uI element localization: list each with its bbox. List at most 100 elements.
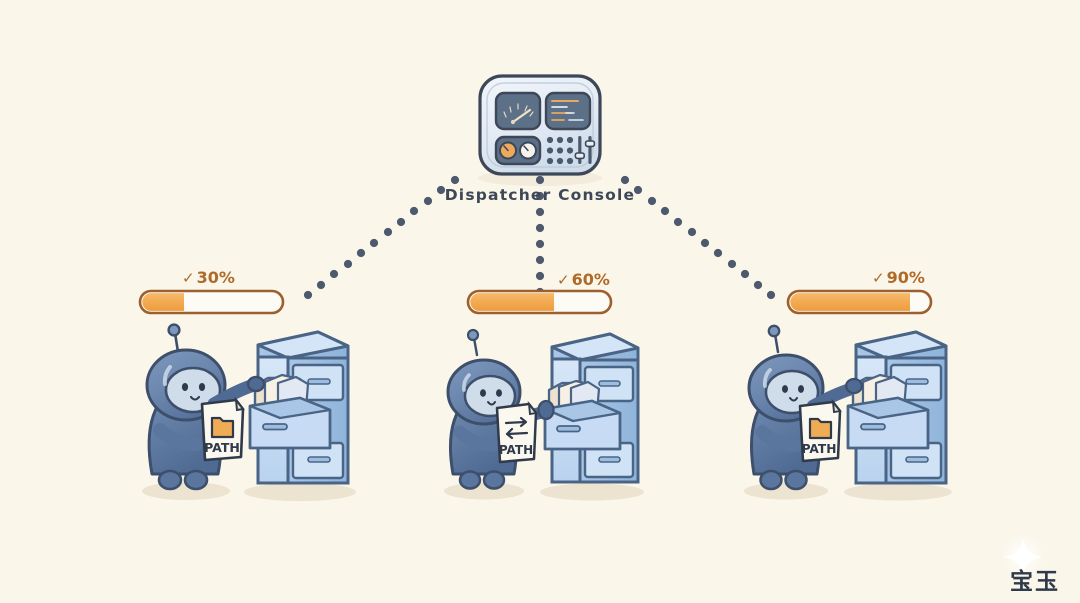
cabinet-shadow (540, 483, 644, 501)
card-label-left: PATH (204, 440, 240, 455)
cabinet-drawer-2-open[interactable] (846, 373, 930, 450)
console-label: Dispatcher Console (444, 186, 636, 204)
robot-arm-left (153, 423, 203, 451)
drawer-handle-3 (905, 456, 929, 463)
robot-mouth (189, 395, 201, 401)
log-screen (544, 91, 592, 131)
cabinet-drawer-2-open[interactable] (543, 379, 622, 451)
progress-bar-left[interactable] (138, 289, 285, 315)
robot-face-plate (164, 366, 222, 414)
progress-label-left: ✓30% (182, 268, 235, 287)
robot-eye-left (782, 385, 788, 393)
knob-pair[interactable] (494, 135, 542, 166)
robot-foot-right (183, 469, 209, 491)
slider-thumb-1[interactable] (574, 152, 586, 160)
cabinet-drawer-2-open[interactable] (248, 373, 332, 450)
progress-value-left: 30% (196, 268, 235, 287)
robot-mouth (789, 397, 798, 402)
robot-eye-right (198, 383, 206, 391)
filing-cabinet-right[interactable] (846, 330, 948, 485)
watermark-text: 宝玉 (1010, 569, 1060, 595)
transfer-arrows-icon (504, 416, 529, 440)
card-label-middle: PATH (499, 443, 533, 457)
drawer-rim (543, 399, 622, 423)
antenna-bulb (167, 323, 181, 337)
robot-middle[interactable]: PATH (446, 328, 555, 490)
antenna-bulb (767, 324, 781, 338)
robot-face-plate (463, 374, 517, 418)
station-right-art: PATH (744, 324, 952, 501)
slider-thumb-2[interactable] (584, 140, 596, 148)
drawer-handle-3 (307, 456, 331, 463)
robot-left[interactable]: PATH (145, 323, 266, 491)
robot-eye-left (480, 389, 486, 397)
progress-fill-middle (470, 293, 554, 311)
log-display[interactable] (544, 91, 592, 131)
robot-foot-right (482, 470, 506, 490)
progress-bar-middle[interactable] (466, 289, 613, 315)
progress-label-right: ✓90% (872, 268, 925, 287)
gauge-display[interactable] (494, 91, 542, 131)
cabinet-shadow (244, 483, 356, 501)
drawer-handle-1 (598, 380, 621, 387)
path-card-middle[interactable]: PATH (495, 400, 538, 464)
panel-inner-bevel (486, 82, 594, 168)
antenna-bulb (466, 328, 480, 342)
card-label-right: PATH (802, 442, 837, 456)
cabinet-shadow (844, 483, 952, 501)
folder-icon (210, 416, 235, 439)
progress-value-right: 90% (886, 268, 925, 287)
robot-mouth (487, 401, 496, 406)
slider-pair[interactable] (574, 136, 596, 164)
dotted-link-right (620, 175, 776, 300)
path-card-left[interactable]: PATH (200, 396, 245, 462)
progress-bar-right[interactable] (786, 289, 933, 315)
gauge-needle (511, 108, 532, 124)
head-highlight (462, 373, 471, 392)
robot-eye-right (496, 389, 502, 397)
robot-arm-left (453, 425, 500, 452)
watermark-sparkle (1001, 534, 1045, 578)
gauge-pivot (510, 119, 516, 125)
drawer-handle-1 (905, 378, 929, 385)
progress-fill-left (142, 293, 184, 311)
progress-fill-right (790, 293, 910, 311)
drawer-rim (248, 396, 332, 420)
robot-foot-right (784, 469, 808, 491)
station-left-art: PATH (142, 323, 356, 501)
robot-eye-left (181, 383, 189, 391)
card-fold-corner (527, 400, 538, 416)
gauge-screen (494, 91, 542, 131)
robot-hand-right (246, 375, 266, 393)
dispatcher-console-panel[interactable] (478, 74, 602, 186)
robot-shadow (444, 482, 524, 500)
filing-cabinet-middle[interactable] (543, 332, 640, 484)
card-fold-corner (234, 396, 245, 412)
progress-value-middle: 60% (571, 270, 610, 289)
robot-foot-left (759, 469, 783, 491)
slider-track-1 (578, 136, 582, 164)
robot-eye-right (798, 385, 804, 393)
cabinet-top (854, 330, 948, 360)
robot-right[interactable]: PATH (747, 324, 863, 491)
check-icon-middle: ✓ (557, 271, 570, 289)
knob-white-pointer (523, 145, 529, 152)
head-highlight (162, 365, 172, 386)
cabinet-top (550, 332, 640, 362)
filing-cabinet-left[interactable] (248, 330, 350, 485)
drawer-handle-2 (262, 423, 288, 431)
drawer-handle-2 (556, 425, 581, 433)
robot-foot-left (157, 469, 183, 491)
robot-face-plate (764, 369, 820, 415)
head-highlight (762, 368, 772, 388)
log-lines (551, 100, 584, 121)
drawer-handle-2 (860, 423, 886, 431)
button-grid[interactable] (546, 136, 574, 165)
path-card-right[interactable]: PATH (798, 398, 842, 463)
drawer-handle-1 (307, 378, 331, 385)
drawer-rim (846, 396, 930, 420)
check-icon-right: ✓ (872, 269, 885, 287)
cabinet-top (256, 330, 350, 360)
